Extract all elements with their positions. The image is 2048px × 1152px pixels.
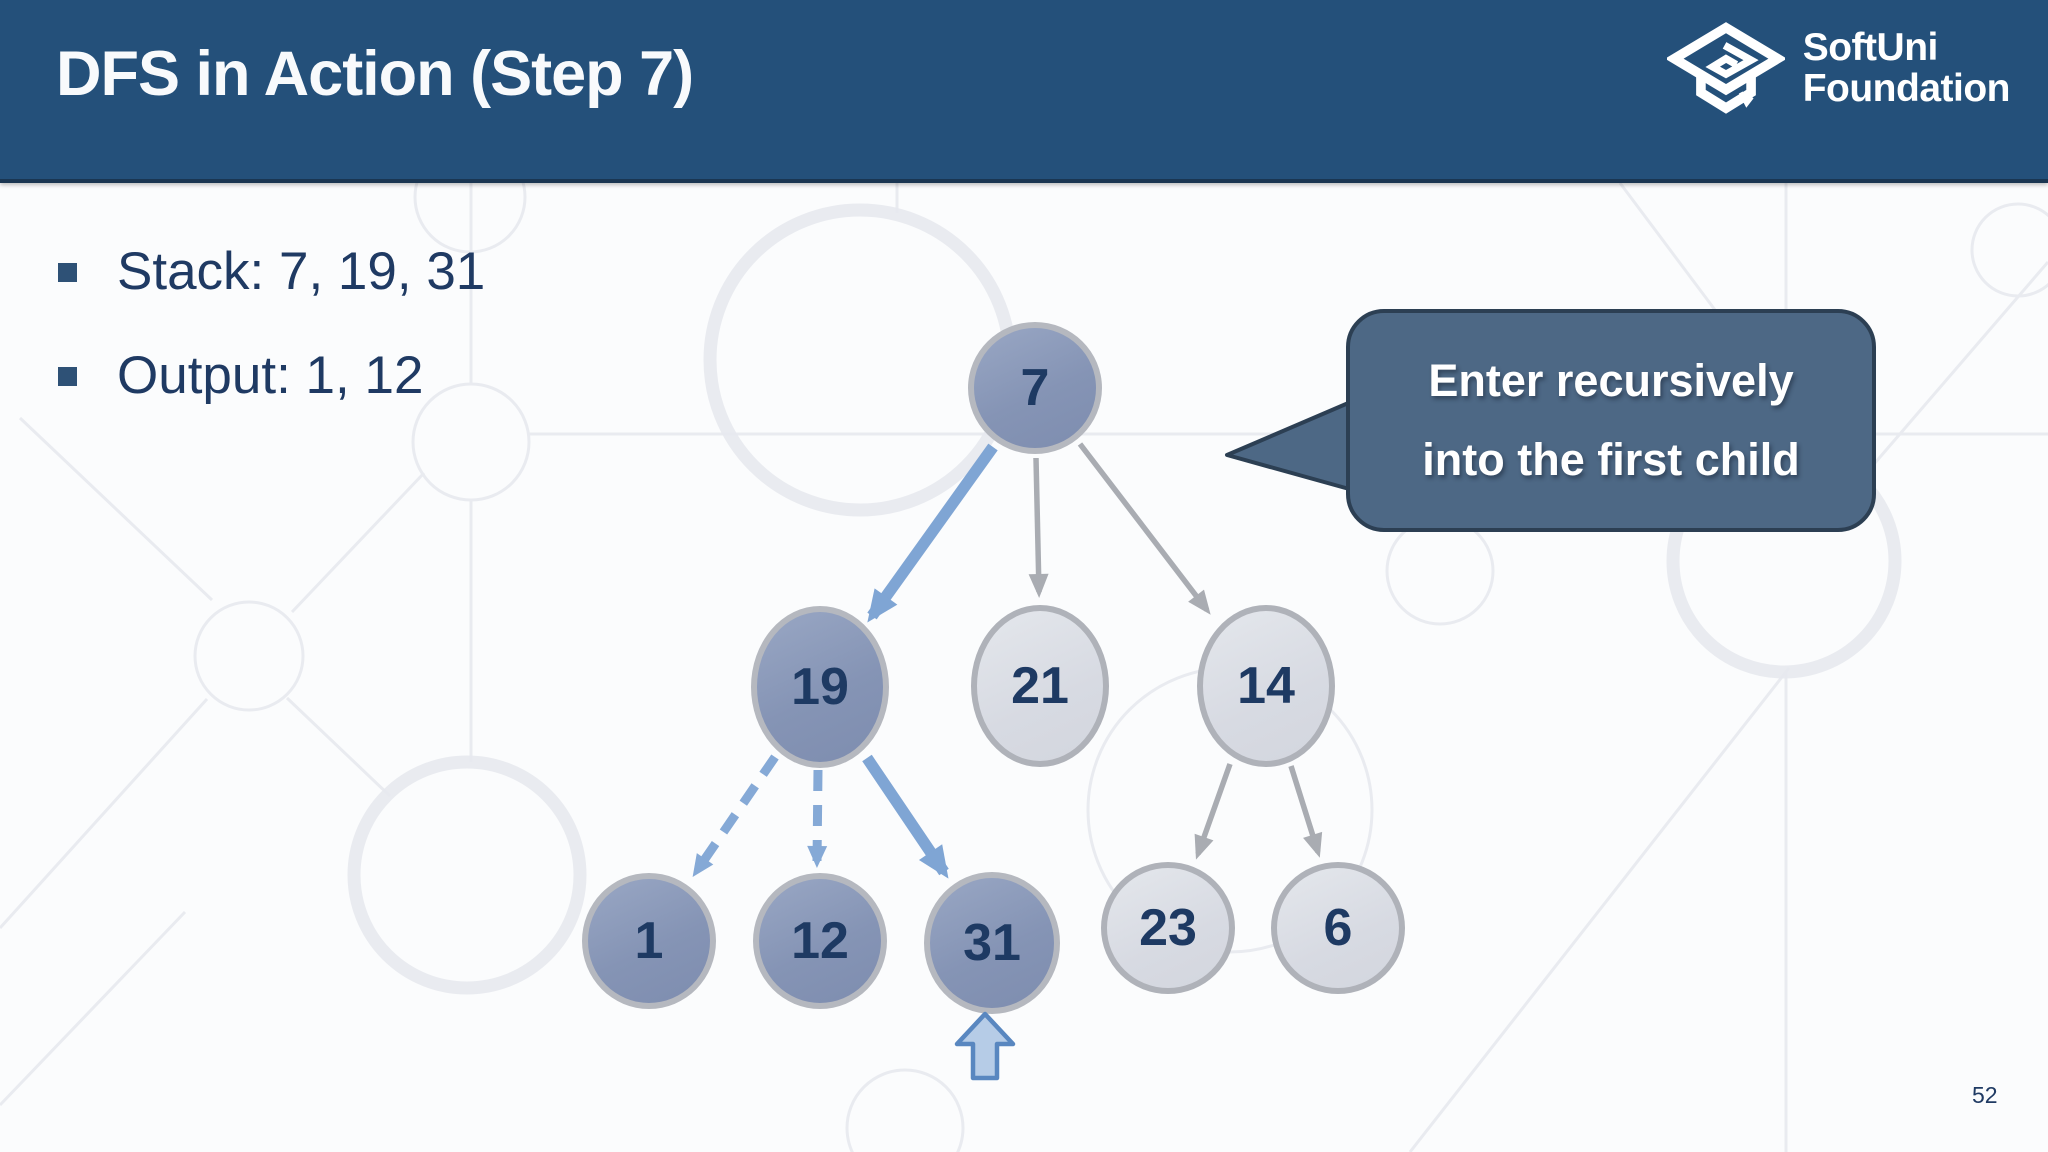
node-value: 19 (791, 658, 849, 716)
node-value: 21 (1011, 657, 1069, 715)
tree-node-21: 21 (971, 605, 1109, 767)
tree-node-1: 1 (582, 873, 716, 1009)
edge-19-31 (862, 754, 949, 879)
logo-line2: Foundation (1802, 67, 2011, 110)
edge-14-23 (1194, 763, 1233, 860)
logo-line1: SoftUni (1802, 26, 1939, 70)
edge-7-14 (1077, 442, 1211, 615)
callout-box (1346, 309, 1876, 532)
output-label: Output: 1, 12 (117, 345, 424, 405)
callout-tail (1225, 396, 1362, 494)
node-value: 6 (1323, 899, 1353, 957)
bullet-stack: Stack: 7, 19, 31 (58, 233, 485, 309)
bullet-output: Output: 1, 12 (58, 337, 423, 413)
edge-7-19 (867, 443, 998, 623)
tree-node-12: 12 (753, 873, 887, 1009)
edge-19-1 (692, 754, 779, 877)
node-value: 23 (1139, 899, 1197, 957)
slide-title: DFS in Action (Step 7) (56, 39, 694, 109)
tree-node-6: 6 (1271, 862, 1405, 994)
tree-node-19: 19 (751, 606, 889, 768)
bullet-square-icon (58, 366, 77, 386)
callout-line2: into the first child (1422, 433, 1800, 485)
edge-14-6 (1288, 765, 1323, 858)
edge-7-21 (1028, 457, 1049, 598)
node-value: 12 (791, 912, 849, 970)
stack-label: Stack: 7, 19, 31 (117, 241, 486, 301)
bullet-square-icon (58, 262, 77, 282)
node-value: 31 (963, 914, 1021, 972)
logo-wordmark: SoftUni Foundation (1802, 26, 2011, 110)
node-value: 1 (634, 912, 664, 970)
slide-header: DFS in Action (Step 7) SoftUni Foundatio… (0, 0, 2048, 183)
callout-bubble (1225, 309, 1876, 532)
callout-text: Enter recursively into the first child (1348, 311, 1874, 530)
page-number: 52 (1972, 1082, 1998, 1108)
graduation-cap-icon (1666, 22, 1785, 114)
tree-node-31: 31 (924, 872, 1060, 1014)
tree-node-23: 23 (1101, 862, 1235, 994)
node-value: 14 (1237, 657, 1295, 715)
callout-line1: Enter recursively (1428, 355, 1794, 407)
node-value: 7 (1020, 359, 1050, 417)
current-node-pointer-icon (954, 1011, 1016, 1081)
tree-node-14: 14 (1197, 605, 1335, 767)
edge-19-12 (807, 769, 828, 868)
tree-node-7: 7 (968, 322, 1102, 454)
softuni-foundation-logo: SoftUni Foundation (1666, 20, 2011, 118)
